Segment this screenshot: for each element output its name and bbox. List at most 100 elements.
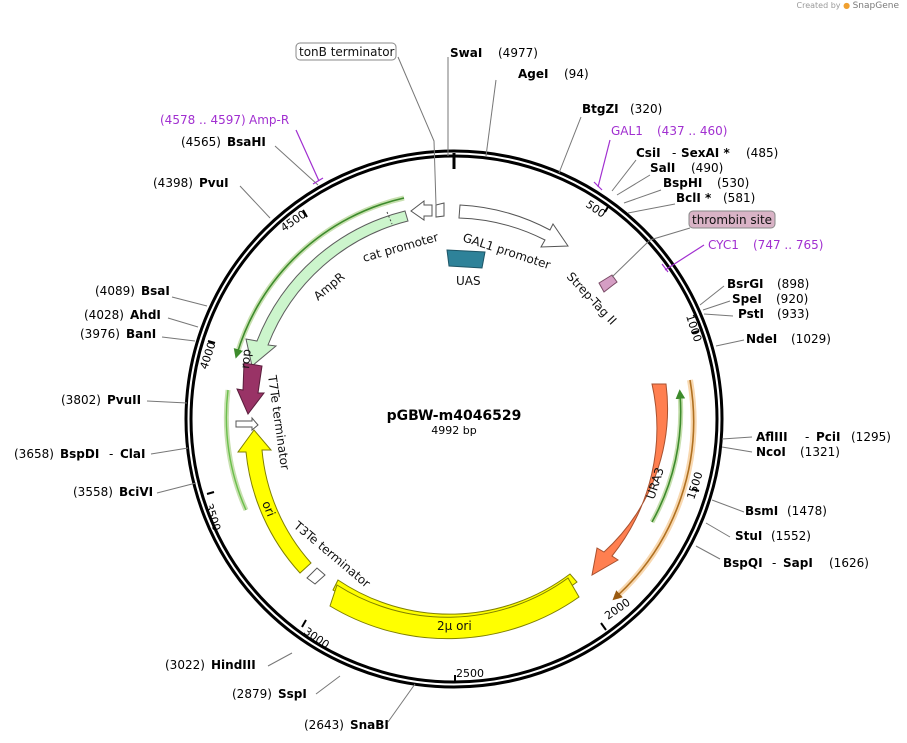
site-ahdi-pos: (4028): [84, 308, 124, 322]
t3te-arrow: [306, 567, 326, 585]
gal1-promoter-arrow: [458, 204, 569, 248]
site-psti-name: PstI: [738, 307, 764, 321]
primer-ampr-range: (4578 .. 4597): [160, 113, 246, 127]
ori-arrow: [237, 429, 312, 574]
tick-label-500: 500: [583, 198, 608, 221]
site-stui-pos: (1552): [771, 529, 811, 543]
cat-promoter-arrow: [410, 199, 433, 221]
site-afliii-name: AflIII: [756, 430, 788, 444]
site-csii-pos: (485): [746, 146, 778, 160]
uas-box: [446, 249, 486, 269]
rop-label: rop: [238, 348, 254, 369]
site-pvui-name: PvuI: [199, 176, 229, 190]
site-bspqi-name: BspQI: [723, 556, 763, 570]
snapgene-logo-icon: ●: [843, 1, 851, 10]
site-agei-name: AgeI: [518, 67, 548, 81]
plasmid-name: pGBW-m4046529: [387, 408, 522, 424]
site-bspqi-dash: -: [772, 556, 776, 570]
site-btgzi-name: BtgZI: [582, 102, 619, 116]
tick-label-2500: 2500: [456, 667, 484, 680]
site-ahdi-name: AhdI: [130, 308, 161, 322]
primer-cyc1-range: (747 .. 765): [753, 238, 823, 252]
backbone-outer: [184, 149, 724, 689]
strep-tag-arrow: [598, 274, 618, 293]
rop-arrow: [236, 362, 266, 415]
site-ndei-pos: (1029): [791, 332, 831, 346]
uas-label: UAS: [456, 274, 481, 288]
credit-brand: SnapGene: [852, 1, 899, 11]
two-micron-ori-label: 2μ ori: [437, 619, 472, 633]
site-afliii-dash: -: [805, 430, 809, 444]
site-btgzi-pos: (320): [630, 102, 662, 116]
primer-gal1-name: GAL1: [611, 124, 643, 138]
site-bsahi-name: BsaHI: [227, 135, 266, 149]
site-sapi-name: SapI: [783, 556, 813, 570]
site-hindiii-name: HindIII: [211, 658, 256, 672]
site-pvuii-pos: (3802): [61, 393, 101, 407]
primer-lines: [295, 129, 705, 273]
site-bcli-pos: (581): [723, 191, 755, 205]
site-bsmi-pos: (1478): [787, 504, 827, 518]
site-bsai-name: BsaI: [141, 284, 170, 298]
site-csii-name: CsiI: [636, 146, 661, 160]
site-ncoi-name: NcoI: [756, 445, 786, 459]
site-bsphi-name: BspHI: [663, 176, 702, 190]
site-bspdi-name: BspDI: [60, 447, 99, 461]
ticks: [206, 204, 700, 683]
site-bsrgi-name: BsrGI: [727, 277, 764, 291]
t7te-arrow: [235, 416, 259, 432]
site-csii-dash: -: [672, 146, 676, 160]
tick-label-2000: 2000: [602, 596, 632, 623]
cat-promoter-label: cat promoter: [361, 230, 440, 265]
site-sexai-name: SexAI *: [681, 146, 730, 160]
site-bspdi-pos: (3658): [14, 447, 54, 461]
site-agei-pos: (94): [564, 67, 589, 81]
ampr-arrow: [245, 210, 409, 367]
site-bani-pos: (3976): [80, 327, 120, 341]
site-afliii-pos: (1295): [851, 430, 891, 444]
primer-ampr-name: Amp-R: [249, 113, 289, 127]
site-sspi-pos: (2879): [232, 687, 272, 701]
site-bani-name: BanI: [126, 327, 156, 341]
site-sali-pos: (490): [691, 161, 723, 175]
site-swai-pos: (4977): [498, 46, 538, 60]
site-snabi-name: SnaBI: [350, 718, 389, 732]
snapgene-credit: Created by ● SnapGene: [797, 1, 900, 11]
site-pvuii-name: PvuII: [107, 393, 141, 407]
site-clai-name: ClaI: [120, 447, 145, 461]
tonb-terminator-label: tonB terminator: [299, 45, 395, 59]
site-bsahi-pos: (4565): [181, 135, 221, 149]
site-spei-name: SpeI: [732, 292, 762, 306]
ampr-label: AmpR: [311, 270, 347, 304]
t7te-label: T7Te terminator: [265, 373, 292, 470]
ura3-arrow: [591, 383, 669, 576]
tonb-terminator-callout: tonB terminator: [295, 42, 397, 61]
site-bsai-pos: (4089): [95, 284, 135, 298]
site-bspqi-pos: (1626): [829, 556, 869, 570]
primer-cyc1-name: CYC1: [708, 238, 739, 252]
site-sali-name: SalI: [650, 161, 675, 175]
primer-gal1-range: (437 .. 460): [657, 124, 727, 138]
site-bcivi-pos: (3558): [73, 485, 113, 499]
credit-prefix: Created by: [796, 1, 841, 10]
plasmid-size: 4992 bp: [431, 424, 476, 437]
site-swai-name: SwaI: [450, 46, 482, 60]
site-psti-pos: (933): [777, 307, 809, 321]
site-ncoi-pos: (1321): [800, 445, 840, 459]
site-bsmi-name: BsmI: [745, 504, 778, 518]
site-pcii-name: PciI: [816, 430, 841, 444]
site-bcli-name: BclI *: [676, 191, 712, 205]
site-snabi-pos: (2643): [304, 718, 344, 732]
leader-lines: [146, 56, 753, 723]
site-stui-name: StuI: [735, 529, 762, 543]
site-pvui-pos: (4398): [153, 176, 193, 190]
site-hindiii-pos: (3022): [165, 658, 205, 672]
site-sspi-name: SspI: [278, 687, 307, 701]
site-bsrgi-pos: (898): [777, 277, 809, 291]
site-spei-pos: (920): [776, 292, 808, 306]
thrombin-site-label: thrombin site: [692, 213, 772, 227]
site-bsphi-pos: (530): [717, 176, 749, 190]
site-bspdi-dash: -: [109, 447, 113, 461]
